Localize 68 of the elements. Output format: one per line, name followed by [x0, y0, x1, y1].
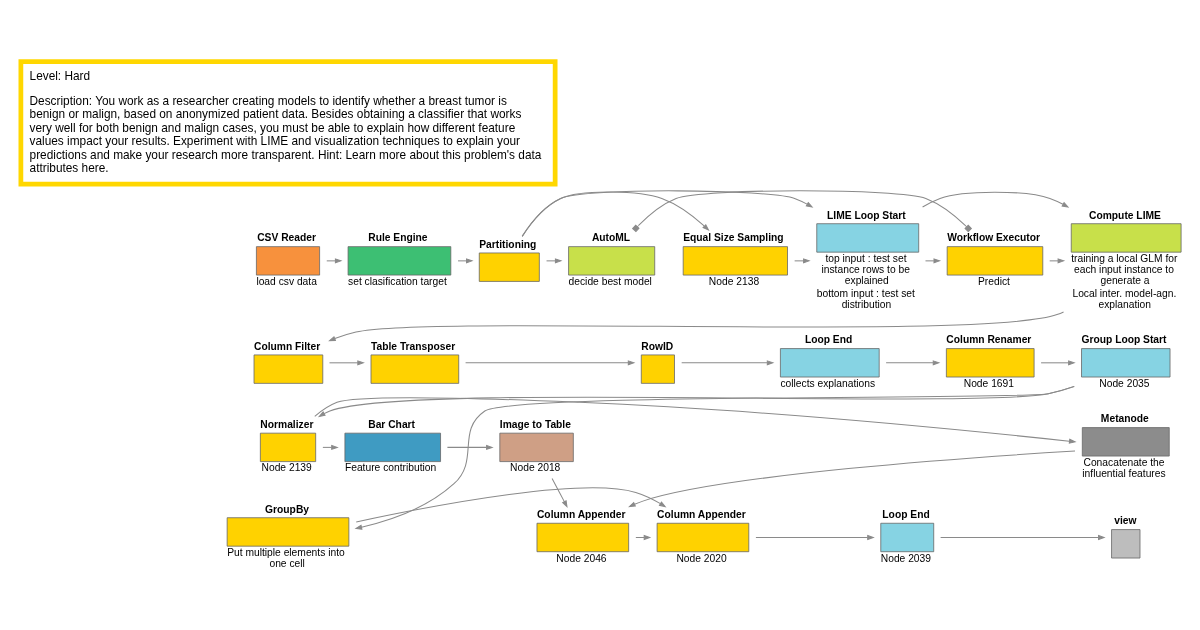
arrow — [1049, 258, 1066, 264]
node-label: Local inter. model-agn. explanation — [1072, 287, 1177, 310]
arrow — [551, 477, 568, 508]
node-label: Column Appender — [536, 509, 626, 521]
node-label: collects explanations — [780, 377, 876, 389]
arrow — [521, 190, 814, 237]
node-label: Loop End — [804, 334, 853, 346]
arrow — [1040, 360, 1076, 366]
node-label: AutoML — [591, 232, 631, 244]
node-label: Feature contribution — [344, 462, 437, 474]
node-label: Node 2139 — [261, 462, 312, 474]
arrow — [326, 258, 343, 264]
node-label: decide best model — [568, 275, 652, 287]
arrow — [628, 450, 1076, 508]
node-label: Node 2035 — [1099, 377, 1150, 389]
arrow — [924, 258, 942, 264]
node-label: Equal Size Sampling — [683, 232, 784, 244]
node-label: Image to Table — [499, 418, 571, 430]
node-label: Workflow Executor — [947, 232, 1040, 244]
node-label: Column Filter — [254, 340, 321, 352]
node-label: Rule Engine — [368, 232, 428, 244]
arrow — [635, 534, 652, 541]
arrow — [546, 258, 563, 264]
arrow — [329, 360, 365, 366]
arrow — [355, 487, 667, 523]
node-label: Compute LIME — [1089, 209, 1161, 221]
node-label: Node 2039 — [880, 552, 932, 564]
arrow — [940, 534, 1106, 541]
arrow — [465, 360, 636, 366]
node-label: Conacatenate the influential features — [1082, 456, 1166, 479]
node-label: Group Loop Start — [1081, 334, 1167, 346]
node-label: Node 1691 — [963, 377, 1014, 389]
node-label: Put multiple elements into one cell — [227, 546, 345, 570]
arrow — [457, 258, 474, 264]
arrow — [328, 311, 1065, 342]
arrow — [755, 534, 875, 541]
arrow — [885, 360, 941, 366]
node-label: Predict — [977, 275, 1010, 287]
node-label: Loop End — [882, 509, 930, 521]
node-label: LIME Loop Start — [827, 209, 906, 221]
arrow — [794, 258, 811, 264]
arrow — [317, 385, 1075, 418]
arrow — [354, 385, 1075, 530]
node-label: Column Appender — [657, 509, 746, 521]
node-label: Partitioning — [479, 238, 537, 250]
node-label: set clasification target — [348, 275, 447, 287]
node-label: Node 2018 — [510, 462, 561, 474]
node-label: Node 2046 — [556, 552, 607, 564]
node-label: Node 2020 — [676, 552, 727, 564]
arrow — [521, 191, 710, 237]
arrow — [314, 397, 1077, 444]
node-label: training a local GLM for each input instance to generate a — [1071, 252, 1178, 287]
node-label: Normalizer — [260, 418, 314, 430]
node-label: Column Renamer — [946, 334, 1032, 346]
node-label: GroupBy — [265, 503, 310, 515]
node-label: RowID — [641, 340, 674, 352]
node-label: load csv data — [256, 275, 317, 287]
node-label: Metanode — [1100, 413, 1149, 425]
node-label: CSV Reader — [257, 232, 316, 244]
arrow — [922, 191, 1070, 208]
node-label: bottom input : test set distribution — [816, 287, 915, 310]
connector — [631, 190, 973, 233]
arrow — [446, 444, 494, 451]
node-label: Bar Chart — [368, 418, 416, 430]
node-label: view — [1114, 515, 1137, 527]
node-label: Table Transposer — [371, 340, 456, 352]
arrow — [681, 360, 775, 366]
node-label: Node 2138 — [708, 275, 760, 287]
